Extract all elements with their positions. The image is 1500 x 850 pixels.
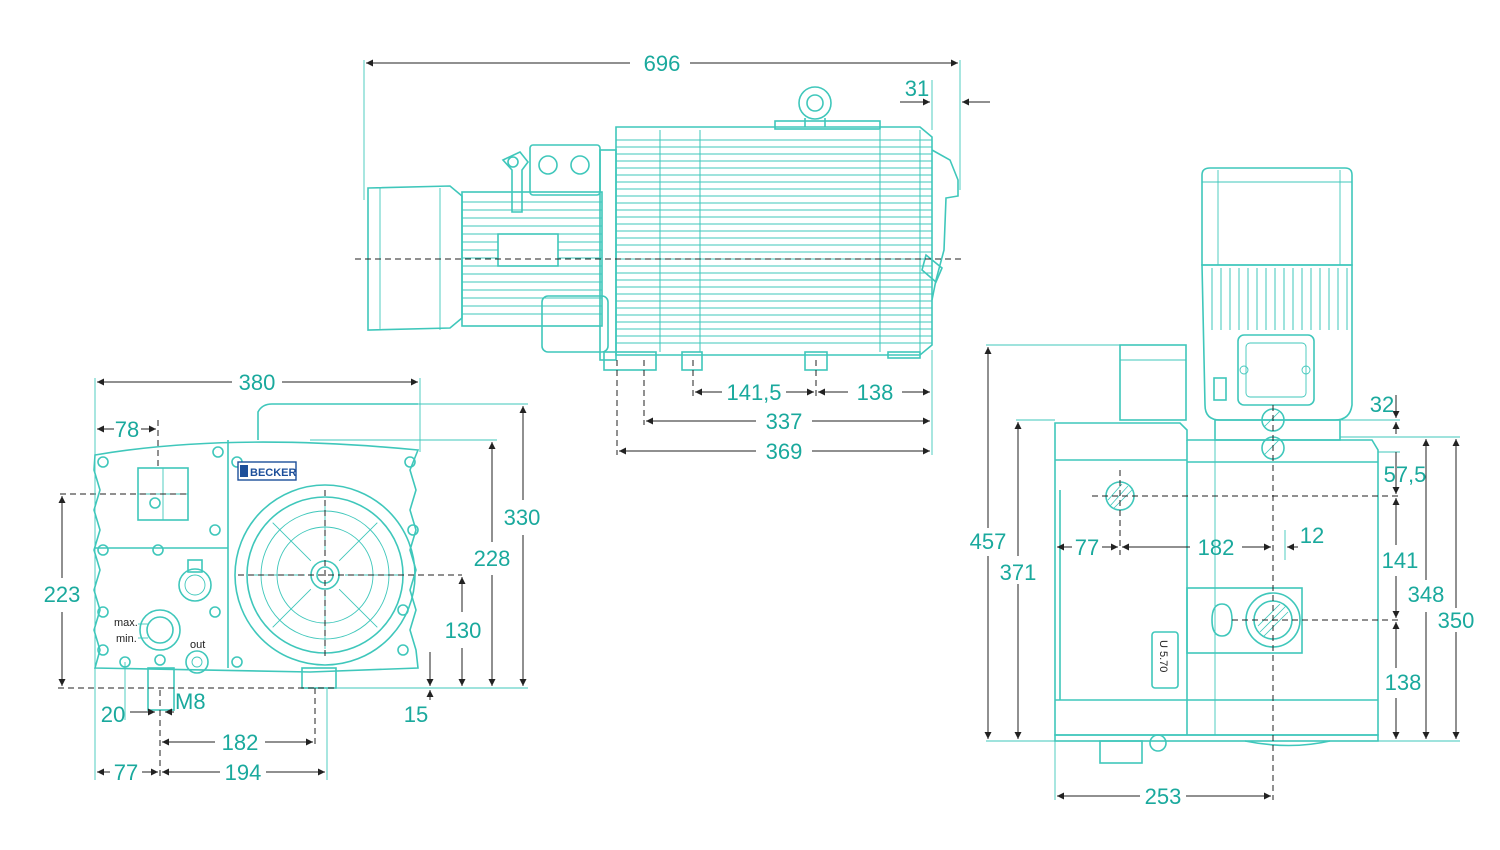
dim-total-height: 330 <box>504 505 541 530</box>
dim-left-offset: 77 <box>1075 535 1099 560</box>
pump-body <box>615 120 933 356</box>
dim-upper-height: 141 <box>1382 548 1419 573</box>
lifting-eye <box>798 86 832 127</box>
dim-small-offset: 12 <box>1300 523 1324 548</box>
dim-foot-a: 141,5 <box>726 380 781 405</box>
dim-shaft-height: 130 <box>445 618 482 643</box>
front-view: BECKER max. min. <box>44 370 541 785</box>
dim-base-offset: 20 <box>101 702 125 727</box>
dim-step: 57,5 <box>1384 462 1427 487</box>
front-foot-left <box>147 667 175 711</box>
dim-center-dist: 182 <box>1198 535 1235 560</box>
motor-end-cap <box>367 185 463 331</box>
dim-left-edge: 77 <box>114 760 138 785</box>
end-pump-body <box>1054 344 1379 764</box>
dim-flange-height: 228 <box>474 546 511 571</box>
dim-base-width: 253 <box>1145 784 1182 809</box>
dim-right-height-a: 348 <box>1408 582 1445 607</box>
out-port: out <box>185 639 209 674</box>
dim-right-height-b: 350 <box>1438 608 1475 633</box>
end-view: U 5.70 32 57,5 141 138 348 350 <box>970 167 1475 809</box>
dim-foot-c: 337 <box>766 409 803 434</box>
label-out: out <box>190 639 205 651</box>
motor-body <box>461 191 603 327</box>
dim-foot-b: 138 <box>857 380 894 405</box>
nameplate-label: U 5.70 <box>1157 640 1169 672</box>
dim-top-step: 32 <box>1370 392 1394 417</box>
dim-body-height: 371 <box>1000 560 1037 585</box>
end-motor <box>1201 167 1353 441</box>
dim-overall-length: 696 <box>644 51 681 76</box>
dim-front-width: 380 <box>239 370 276 395</box>
oil-filler <box>178 559 212 602</box>
pump-feet <box>603 351 921 371</box>
dim-foot-spacing: 182 <box>222 730 259 755</box>
front-housing <box>93 441 420 673</box>
oil-sight-glass: max. min. <box>114 609 181 651</box>
dim-window: 78 <box>115 417 139 442</box>
label-min: min. <box>116 633 137 645</box>
coupling-housing <box>541 295 609 353</box>
dim-thread: M8 <box>175 689 206 714</box>
fan-cowl <box>931 149 959 301</box>
dim-foot-d: 369 <box>766 439 803 464</box>
dim-bottom-gap: 15 <box>404 702 428 727</box>
dim-fan-cover: 31 <box>905 76 929 101</box>
label-max: max. <box>114 617 138 629</box>
dim-left-height: 223 <box>44 582 81 607</box>
brand-label: BECKER <box>250 467 297 479</box>
side-view: 696 31 141,5 138 337 369 <box>355 51 990 464</box>
nameplate: U 5.70 <box>1151 631 1179 689</box>
dim-lower-height: 138 <box>1385 670 1422 695</box>
dim-total-height-end: 457 <box>970 529 1007 554</box>
dim-to-center: 194 <box>225 760 262 785</box>
becker-logo: BECKER <box>237 461 297 481</box>
